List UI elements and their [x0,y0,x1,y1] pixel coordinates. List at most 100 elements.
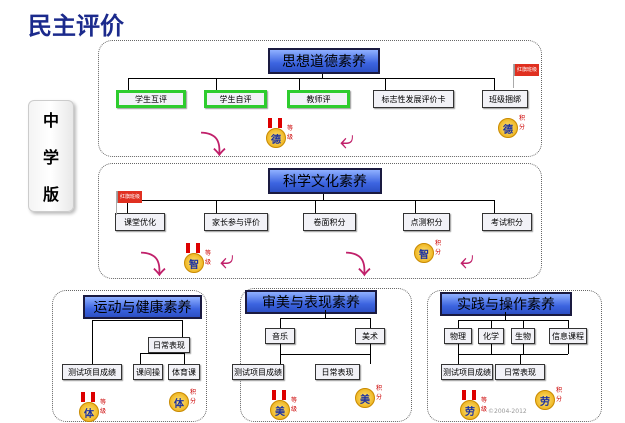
evaluation-item: 日常表现 [495,364,545,380]
curved-arrow-icon: ⤵ [200,131,227,161]
evaluation-item: 信息课程 [549,328,587,344]
connector-line [216,78,217,90]
medal-ribbon [81,392,95,402]
medal-icon: 劳 [460,400,480,420]
medal-label: 等级 [100,399,107,415]
connector-line [127,200,128,213]
connector-line [128,78,495,79]
evaluation-item: 音乐 [265,328,295,344]
connector-line [128,78,129,90]
connector-line [182,320,183,337]
category-heading: 科学文化素养 [268,168,382,194]
connector-line [280,354,370,355]
curved-arrow-icon: ⤵ [345,251,372,281]
connector-line [92,320,93,364]
medal-icon: 劳 [535,390,555,410]
connector-line [458,320,459,328]
connector-line [458,320,568,321]
evaluation-item: 教师评 [287,90,350,108]
connector-line [458,354,568,355]
connector-line [385,78,386,90]
medal-icon: 德 [266,128,286,148]
evaluation-item: 学生自评 [204,90,267,108]
medal-icon: 美 [355,388,375,408]
connector-line [523,344,524,354]
medal-ribbon [462,390,476,400]
evaluation-item: 美术 [355,328,385,344]
evaluation-item: 物理 [444,328,472,344]
medal-ribbon [186,243,200,253]
school-level-label: 中 学 版 [28,100,74,212]
connector-line [92,320,182,321]
connector-line [568,320,569,328]
side-char: 中 [42,111,59,131]
connector-line [323,190,324,200]
category-heading: 运动与健康素养 [83,295,202,319]
evaluation-item: 日常表现 [148,337,190,353]
page-title: 民主评价 [28,11,124,40]
medal-icon: 德 [498,118,518,138]
connector-line [458,354,459,364]
evaluation-item: 标志性发展评价卡 [373,90,454,108]
category-heading: 审美与表现素养 [245,290,377,314]
flag-pole [116,191,117,215]
connector-line [315,200,316,213]
evaluation-item: 学生互评 [116,90,186,108]
connector-line [491,344,492,354]
medal-label: 积分 [519,115,526,131]
connector-line [322,70,323,78]
curved-arrow-icon: ⤶ [340,125,355,155]
connector-line [415,200,416,213]
side-char: 学 [42,147,59,167]
connector-line [568,344,569,354]
evaluation-item: 体育课 [168,364,200,380]
medal-label: 积分 [190,389,197,405]
evaluation-item: 家长参与评价 [204,213,268,231]
curved-arrow-icon: ⤶ [220,245,235,275]
evaluation-item: 日常表现 [315,364,360,380]
evaluation-item: 卷面积分 [303,213,356,231]
connector-line [140,353,185,354]
curved-arrow-icon: ⤵ [140,251,167,281]
medal-icon: 体 [169,392,189,412]
medal-icon: 智 [414,243,434,263]
watermark: ©2004-2012 [488,408,527,415]
red-flag-icon: 红旗班级 [514,64,539,76]
medal-label: 积分 [376,385,383,401]
flag-pole [513,64,514,88]
evaluation-item: 考试积分 [482,213,532,231]
connector-line [299,78,300,90]
medal-icon: 美 [270,400,290,420]
category-heading: 实践与操作素养 [440,292,572,316]
red-flag-icon: 红旗班级 [117,191,142,203]
connector-line [494,78,495,90]
evaluation-item: 测试项目成绩 [441,364,493,380]
evaluation-item: 化学 [478,328,504,344]
evaluation-item: 班级捆绑 [482,90,528,108]
connector-line [491,320,492,328]
medal-label: 等级 [291,397,298,413]
evaluation-item: 生物 [511,328,535,344]
evaluation-item: 课间操 [133,364,163,380]
connector-line [370,344,371,364]
medal-label: 等级 [205,250,212,266]
evaluation-item: 点测积分 [403,213,450,231]
connector-line [140,353,141,364]
evaluation-item: 课堂优化 [115,213,165,231]
medal-label: 积分 [435,240,442,256]
connector-line [494,200,495,213]
connector-line [523,320,524,328]
connector-line [216,200,217,213]
connector-line [505,312,506,320]
connector-line [370,318,371,328]
medal-icon: 体 [79,402,99,422]
medal-label: 积分 [556,387,563,403]
medal-label: 等级 [287,125,294,141]
connector-line [280,318,281,328]
connector-line [325,310,326,318]
medal-ribbon [268,118,282,128]
medal-ribbon [272,390,286,400]
curved-arrow-icon: ⤶ [460,245,475,275]
connector-line [458,344,459,354]
side-char: 版 [42,184,59,204]
